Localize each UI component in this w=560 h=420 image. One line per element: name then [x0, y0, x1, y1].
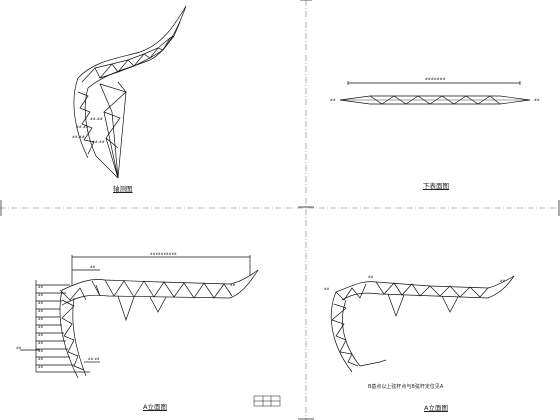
elevation-left-title: A立面图 [143, 403, 167, 411]
bottom-view-truss [339, 81, 531, 105]
svg-text:##########: ########## [150, 252, 177, 256]
svg-text:##: ## [368, 275, 374, 279]
svg-text:##: ## [38, 349, 44, 353]
svg-text:##: ## [38, 365, 44, 369]
svg-text:##: ## [38, 325, 44, 329]
elevation-right-note: B基点以上弦杆点与B弦杆定位见A [368, 384, 444, 390]
svg-text:##: ## [38, 293, 44, 297]
elevation-right-tags: ## ## ## [324, 275, 506, 291]
svg-text:##: ## [534, 98, 540, 102]
svg-text:##.##: ##.## [88, 357, 100, 361]
svg-text:##: ## [16, 346, 22, 350]
svg-text:##: ## [38, 333, 44, 337]
svg-text:##: ## [500, 279, 506, 283]
elevation-right-title: A立面图 [424, 404, 448, 412]
axonometric-title: 轴测图 [113, 185, 133, 193]
elevation-right-truss [330, 275, 515, 373]
bottom-view-tags: ####### ## ## [330, 77, 540, 102]
axonometric-tags: ##.## ##.## ##.## ##.## [72, 117, 105, 144]
svg-text:##: ## [230, 283, 236, 287]
svg-text:#######: ####### [425, 77, 446, 81]
svg-text:##: ## [38, 285, 44, 289]
title-block [253, 395, 281, 407]
svg-text:##.##: ##.## [76, 125, 89, 129]
svg-text:##: ## [38, 317, 44, 321]
svg-text:##: ## [38, 357, 44, 361]
svg-text:##: ## [38, 341, 44, 345]
svg-text:##.##: ##.## [90, 117, 103, 121]
svg-text:##.##: ##.## [92, 140, 105, 144]
svg-text:##: ## [38, 309, 44, 313]
svg-text:##: ## [38, 301, 44, 305]
svg-text:##: ## [330, 98, 336, 102]
axonometric-truss [73, 5, 187, 179]
bottom-view-title: 下表面图 [423, 182, 449, 190]
svg-text:##: ## [90, 265, 96, 269]
elevation-left-tags: ########## ## ###### ###### ###### #### … [16, 252, 236, 369]
svg-text:##: ## [324, 287, 330, 291]
svg-text:##.##: ##.## [72, 135, 85, 139]
elevation-left-truss [20, 255, 259, 379]
